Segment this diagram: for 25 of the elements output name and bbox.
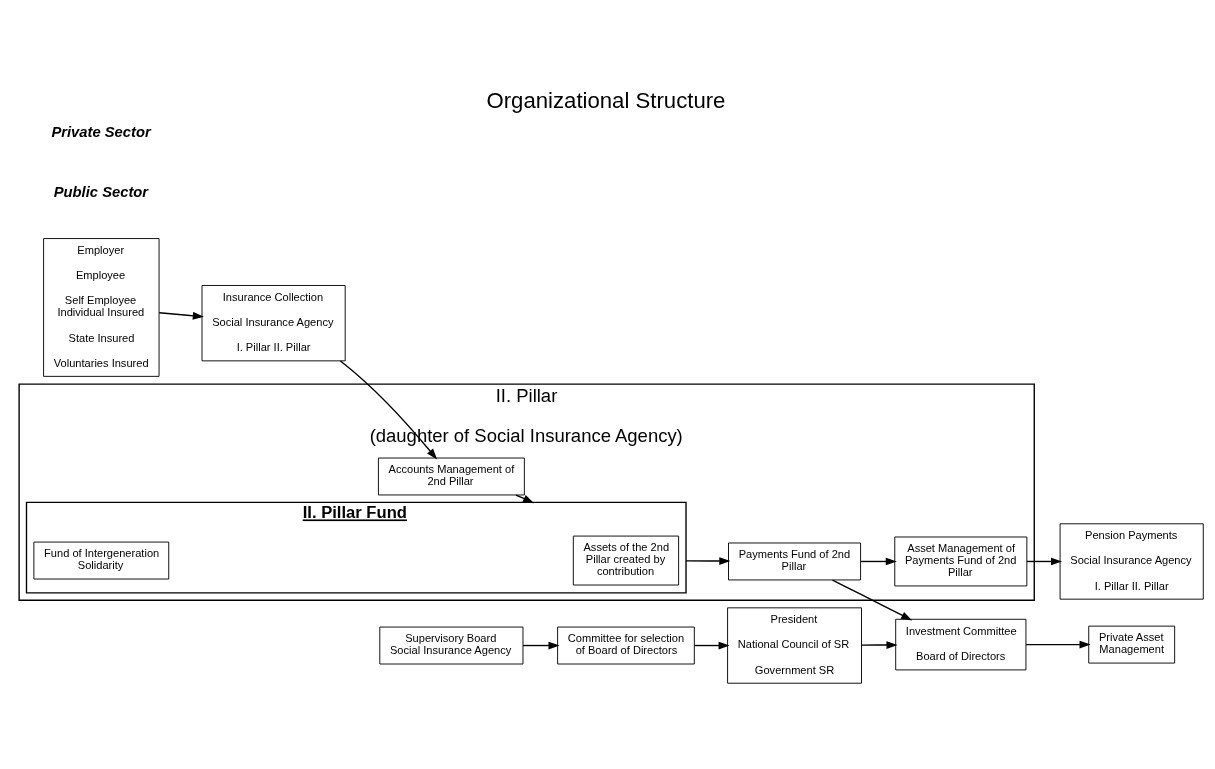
label: Private Sector <box>51 123 151 140</box>
node-box: Fund of Intergeneration Solidarity <box>33 541 170 579</box>
arrow <box>685 556 731 565</box>
node-box: Assets of the 2nd Pillar created by contribution <box>572 535 680 585</box>
arrow <box>158 311 204 320</box>
node-box: Investment Committee Board of Directors <box>895 618 1027 670</box>
node-box: Supervisory Board Social Insurance Agency <box>379 626 524 664</box>
arrow <box>1025 640 1091 648</box>
node-box: Private Asset Management <box>1088 625 1176 664</box>
diagram-title: Organizational Structure <box>486 87 726 113</box>
node-box: Committee for selection of Board of Directors <box>557 626 695 664</box>
arrow <box>1026 557 1063 565</box>
arrow <box>522 641 560 649</box>
node-box: President National Council of SR Government SR <box>727 606 862 684</box>
arrow <box>339 359 438 460</box>
label: Public Sector <box>53 183 149 200</box>
arrow <box>693 641 730 649</box>
arrow <box>860 640 898 649</box>
node-box: Payments Fund of 2nd Pillar <box>728 542 862 580</box>
node-box: Employer Employee Self Employee Individual Insured State Insured Voluntaries Insured <box>43 237 160 377</box>
node-box: Accounts Management of 2nd Pillar <box>377 457 525 495</box>
node-box: Pension Payments Social Insurance Agency I. Pillar II. Pillar <box>1059 522 1204 600</box>
arrow <box>860 557 897 565</box>
node-box: Asset Management of Payments Fund of 2nd Pillar <box>894 536 1028 586</box>
node-box: Insurance Collection Social Insurance Agency I. Pillar II. Pillar <box>201 284 346 361</box>
